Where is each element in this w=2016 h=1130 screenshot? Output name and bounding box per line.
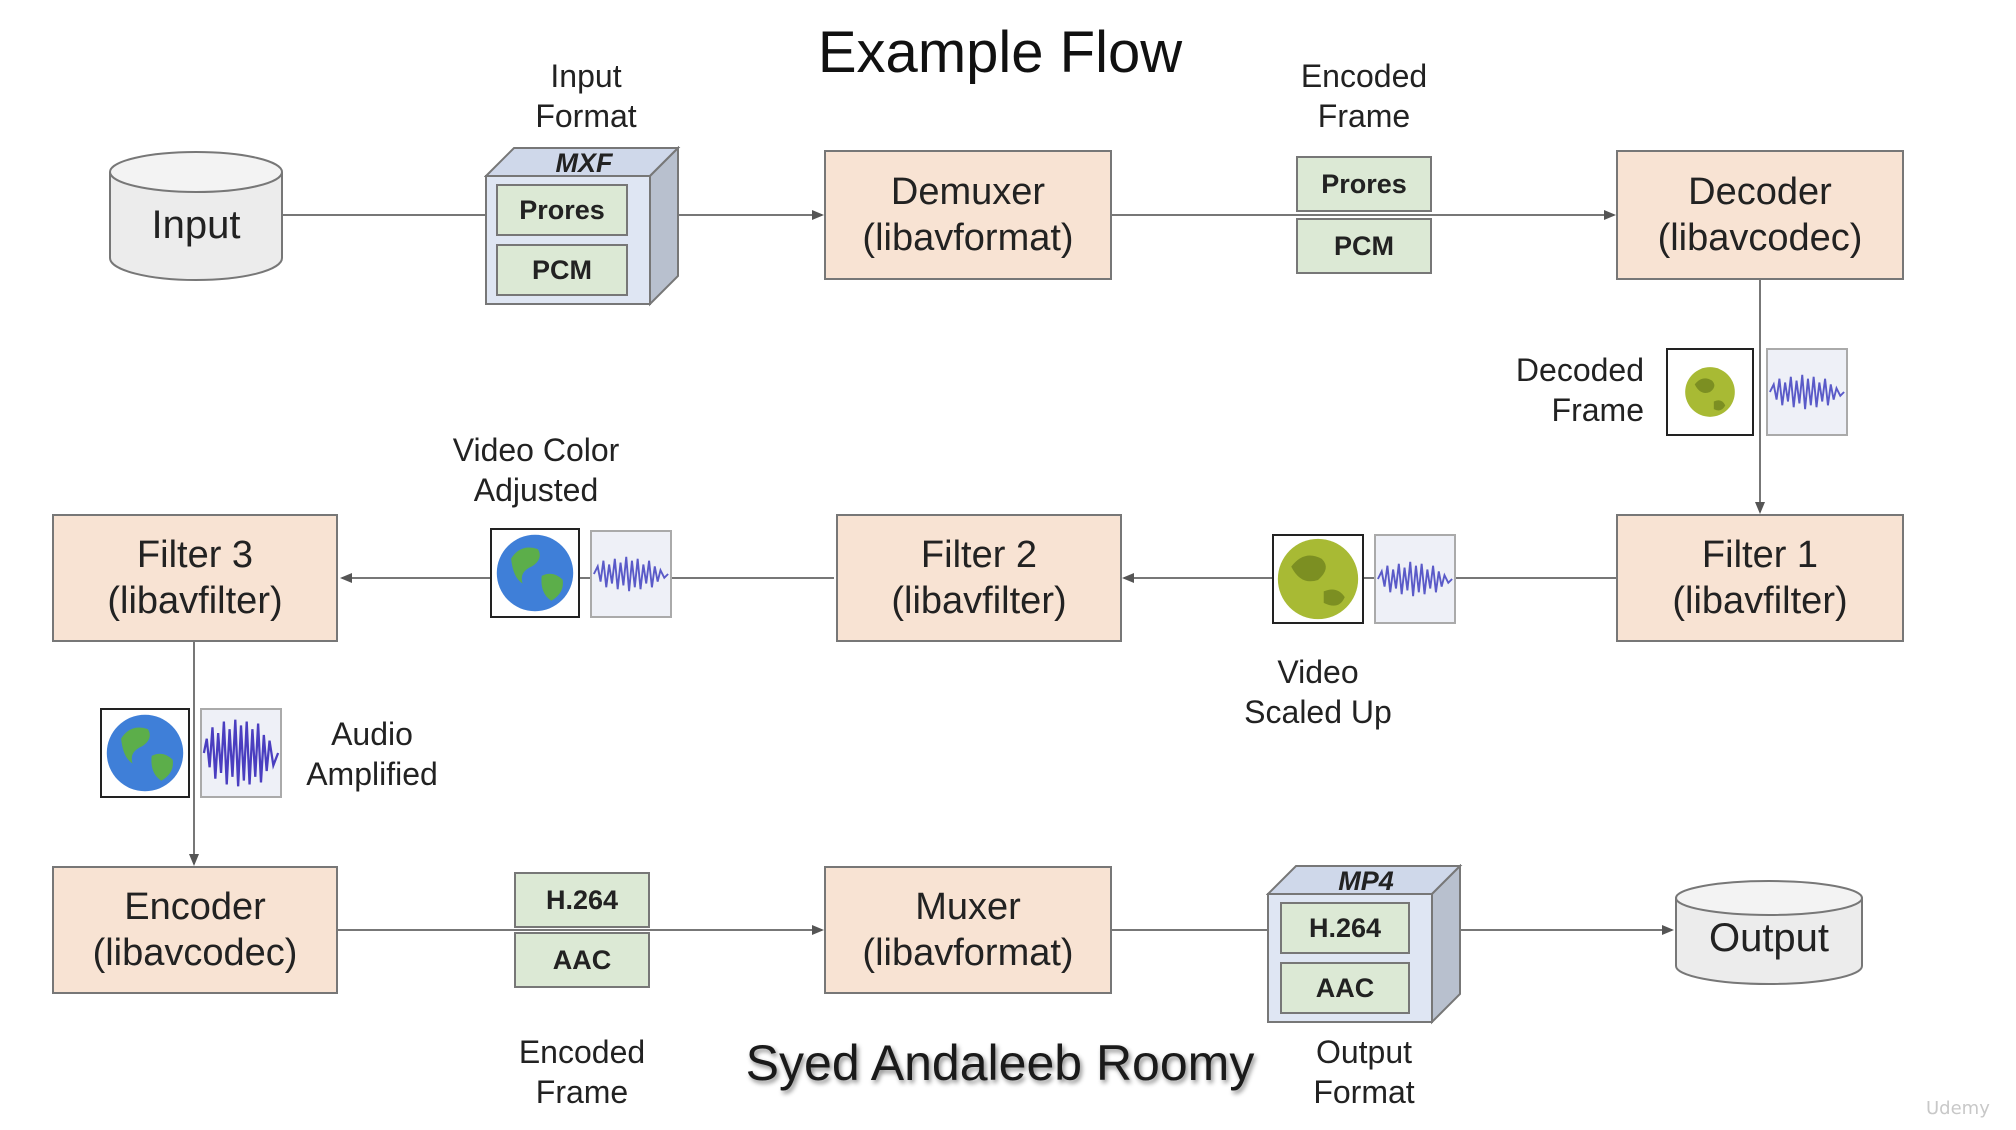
globe-earth-icon — [490, 528, 580, 618]
packet-pcm: PCM — [1296, 218, 1432, 274]
author-name: Syed Andaleeb Roomy — [745, 1035, 1255, 1091]
diagram-title: Example Flow — [817, 20, 1183, 85]
globe-yellow-icon — [1666, 348, 1754, 436]
decoder-box: Decoder (libavcodec) — [1616, 150, 1904, 280]
udemy-watermark: Udemy — [1926, 1098, 1990, 1119]
globe-earth-icon — [100, 708, 190, 798]
encoded-frame-caption-bottom: Encoded Frame — [518, 1034, 646, 1110]
demuxer-box: Demuxer (libavformat) — [824, 150, 1112, 280]
waveform-loud-icon — [200, 708, 282, 798]
input-database-icon — [109, 151, 283, 281]
input-format-caption: Input Format — [535, 58, 637, 134]
output-database-icon — [1675, 880, 1863, 985]
video-color-caption: Video Color Adjusted — [452, 432, 620, 508]
audio-amplified-caption: Audio Amplified — [306, 716, 438, 792]
input-stream-video: Prores — [496, 184, 628, 236]
encoded-frame-caption-top: Encoded Frame — [1300, 58, 1428, 134]
globe-yellow-large-icon — [1272, 534, 1364, 624]
waveform-icon — [1374, 534, 1456, 624]
decoded-frame-caption: Decoded Frame — [1515, 352, 1644, 428]
input-label: Input — [151, 203, 241, 247]
output-label: Output — [1708, 916, 1830, 960]
packet-aac: AAC — [514, 932, 650, 988]
output-format-caption: Output Format — [1313, 1034, 1415, 1110]
encoder-box: Encoder (libavcodec) — [52, 866, 338, 994]
input-container-name: MXF — [555, 148, 613, 178]
packet-h264: H.264 — [514, 872, 650, 928]
output-stream-audio: AAC — [1280, 962, 1410, 1014]
output-stream-video: H.264 — [1280, 902, 1410, 954]
waveform-icon — [590, 530, 672, 618]
waveform-icon — [1766, 348, 1848, 436]
packet-prores: Prores — [1296, 156, 1432, 212]
filter2-box: Filter 2 (libavfilter) — [836, 514, 1122, 642]
filter1-box: Filter 1 (libavfilter) — [1616, 514, 1904, 642]
muxer-box: Muxer (libavformat) — [824, 866, 1112, 994]
output-container-name: MP4 — [1338, 866, 1394, 896]
video-scaled-caption: Video Scaled Up — [1244, 654, 1392, 730]
filter3-box: Filter 3 (libavfilter) — [52, 514, 338, 642]
input-stream-audio: PCM — [496, 244, 628, 296]
